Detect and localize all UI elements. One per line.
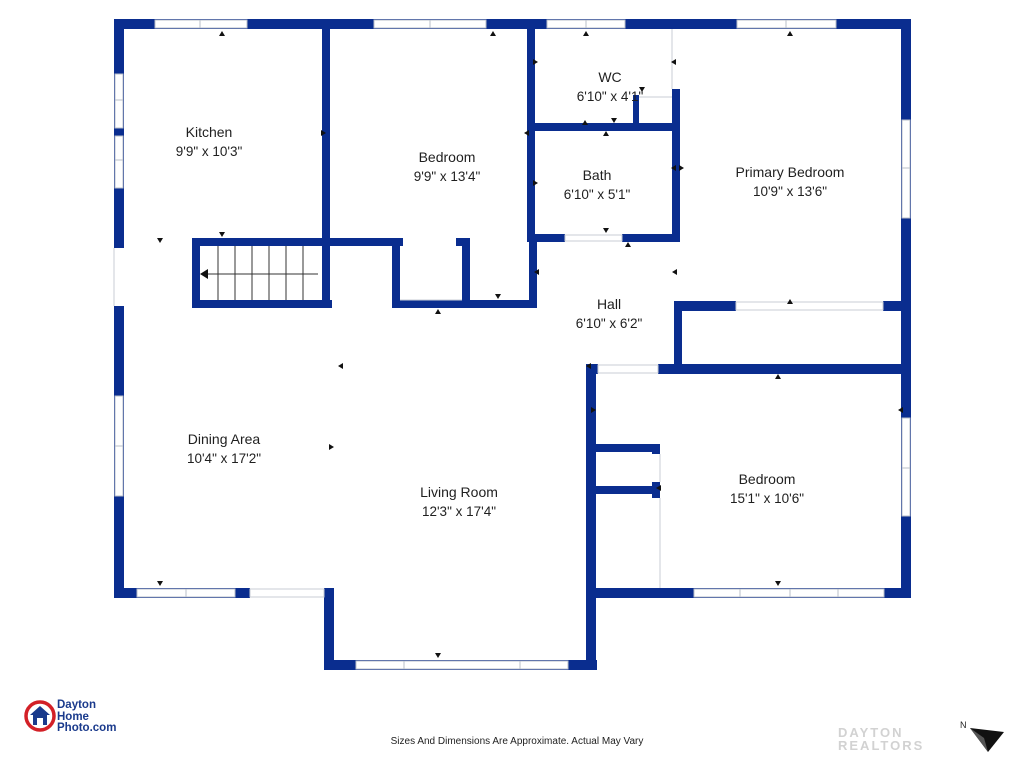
room-name: WC (598, 69, 622, 85)
logo-line: Photo.com (57, 722, 117, 734)
realtors-watermark: DAYTON REALTORS (838, 726, 924, 752)
room-name: Living Room (420, 484, 498, 500)
room-dimensions: 9'9" x 10'3" (175, 144, 243, 159)
room-dimensions: 15'1" x 10'6" (729, 491, 805, 506)
window-mullions (115, 20, 910, 669)
room-dimensions: 10'9" x 13'6" (752, 184, 828, 199)
room-dimensions: 12'3" x 17'4" (421, 504, 497, 519)
footer-disclaimer: Sizes And Dimensions Are Approximate. Ac… (390, 736, 644, 747)
door-markers (157, 31, 903, 658)
room-bedroom-1: Bedroom 9'9" x 13'4" (397, 147, 497, 187)
house-logo-icon (24, 700, 56, 732)
logo-line: Home (57, 710, 89, 723)
room-dimensions: 6'10" x 4'1" (576, 89, 644, 104)
room-dimensions: 6'10" x 6'2" (575, 316, 643, 331)
room-dimensions: 10'4" x 17'2" (186, 451, 262, 466)
room-name: Bath (582, 167, 612, 183)
logo-text: Dayton Home Photo.com (57, 699, 117, 735)
windows (114, 19, 911, 670)
room-name: Bedroom (418, 149, 476, 165)
walls (114, 19, 911, 670)
room-bath: Bath 6'10" x 5'1" (547, 165, 647, 205)
room-dimensions: 6'10" x 5'1" (563, 187, 631, 202)
company-logo: Dayton Home Photo.com (24, 699, 134, 736)
room-name: Kitchen (185, 124, 233, 140)
room-name: Dining Area (187, 431, 261, 447)
room-primary-bedroom: Primary Bedroom 10'9" x 13'6" (715, 162, 865, 202)
watermark-line: DAYTON (838, 725, 904, 740)
compass-label: N (960, 720, 967, 730)
room-dimensions: 9'9" x 13'4" (413, 169, 481, 184)
room-wc: WC 6'10" x 4'1" (560, 67, 660, 107)
room-name: Bedroom (738, 471, 796, 487)
north-arrow-icon: N (960, 720, 1004, 752)
room-hall: Hall 6'10" x 6'2" (559, 294, 659, 334)
room-dining-area: Dining Area 10'4" x 17'2" (164, 429, 284, 469)
room-living-room: Living Room 12'3" x 17'4" (399, 482, 519, 522)
logo-line: Dayton (57, 699, 96, 711)
room-name: Primary Bedroom (735, 164, 845, 180)
watermark-line: REALTORS (838, 738, 925, 753)
room-kitchen: Kitchen 9'9" x 10'3" (159, 122, 259, 162)
openings (113, 29, 884, 598)
stairs-arrow-icon (200, 269, 208, 279)
stairs (204, 246, 318, 300)
room-name: Hall (596, 296, 622, 312)
room-bedroom-2: Bedroom 15'1" x 10'6" (707, 469, 827, 509)
